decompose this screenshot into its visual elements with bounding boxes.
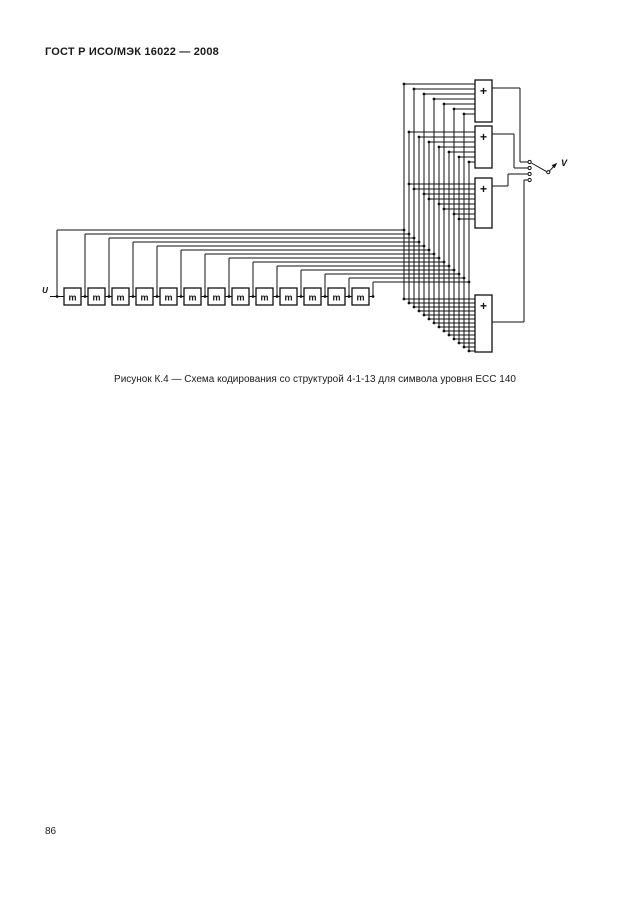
- switch-arm: [531, 162, 547, 173]
- adder-label: +: [480, 182, 487, 196]
- page-number: 86: [45, 826, 57, 837]
- junction-dot: [427, 317, 431, 321]
- junction-dot: [467, 349, 471, 353]
- junction-dot: [422, 192, 426, 196]
- junction-dot: [442, 329, 446, 333]
- junction-dot: [275, 295, 279, 298]
- junction-dot: [467, 160, 471, 164]
- junction-dot: [452, 337, 456, 341]
- junction-dot: [407, 301, 411, 305]
- junction-dot: [457, 155, 461, 159]
- junction-dot: [437, 325, 441, 329]
- junction-dot: [417, 309, 421, 313]
- junction-dot: [442, 102, 446, 106]
- junction-dot: [251, 295, 255, 298]
- junction-dot: [442, 207, 446, 211]
- register-label: m: [68, 293, 76, 303]
- register-label: m: [92, 293, 100, 303]
- junction-dot: [371, 295, 375, 298]
- adder-label: +: [480, 84, 487, 98]
- adder-box: [474, 79, 493, 123]
- register-label: m: [116, 293, 124, 303]
- adder-box: [474, 177, 493, 229]
- junction-dot: [432, 321, 436, 325]
- junction-dot: [299, 295, 303, 298]
- junction-dot: [437, 145, 441, 149]
- register-label: m: [212, 293, 220, 303]
- switch-contact: [546, 170, 551, 175]
- junction-dot: [407, 182, 411, 186]
- switch-contact: [527, 171, 532, 177]
- junction-dot: [437, 202, 441, 206]
- junction-dot: [447, 150, 451, 154]
- junction-dot: [422, 92, 426, 96]
- junction-dot: [427, 197, 431, 201]
- junction-dot: [347, 295, 351, 298]
- junction-dot: [83, 295, 87, 298]
- arrow-head: [551, 162, 558, 169]
- junction-dot: [131, 295, 135, 298]
- junction-dot: [447, 333, 451, 337]
- junction-dot: [427, 140, 431, 144]
- register-label: m: [188, 293, 196, 303]
- figure-caption: Рисунок К.4 — Схема кодирования со струк…: [114, 374, 516, 385]
- junction-dot: [407, 130, 411, 134]
- junction-dot: [412, 305, 416, 309]
- junction-dot: [323, 295, 327, 298]
- junction-dot: [179, 295, 183, 298]
- junction-dot: [412, 87, 416, 91]
- junction-dot: [457, 341, 461, 345]
- switch-contact: [527, 165, 532, 171]
- input-label: U: [42, 286, 48, 295]
- junction-dot: [462, 345, 466, 349]
- switch-contact: [527, 159, 532, 165]
- junction-dot: [107, 295, 111, 298]
- adder-label: +: [480, 130, 487, 144]
- register-label: m: [332, 293, 340, 303]
- register-label: m: [284, 293, 292, 303]
- junction-dot: [452, 107, 456, 111]
- adder-label: +: [480, 299, 487, 313]
- output-label: V: [561, 158, 568, 168]
- register-label: m: [308, 293, 316, 303]
- junction-dot: [462, 112, 466, 116]
- junction-dot: [422, 313, 426, 317]
- register-label: m: [260, 293, 268, 303]
- junction-dot: [55, 295, 59, 298]
- junction-dot: [203, 295, 207, 298]
- document-header: ГОСТ Р ИСО/МЭК 16022 — 2008: [45, 46, 220, 58]
- register-label: m: [356, 293, 364, 303]
- junction-dot: [457, 217, 461, 221]
- junction-dot: [402, 297, 406, 301]
- junction-dot: [412, 187, 416, 191]
- junction-dot: [402, 82, 406, 86]
- junction-dot: [452, 212, 456, 216]
- register-label: m: [236, 293, 244, 303]
- junction-dot: [417, 135, 421, 139]
- register-label: m: [140, 293, 148, 303]
- switch-contact: [527, 177, 532, 183]
- junction-dot: [227, 295, 231, 298]
- junction-dot: [155, 295, 159, 298]
- junction-dot: [432, 97, 436, 101]
- register-label: m: [164, 293, 172, 303]
